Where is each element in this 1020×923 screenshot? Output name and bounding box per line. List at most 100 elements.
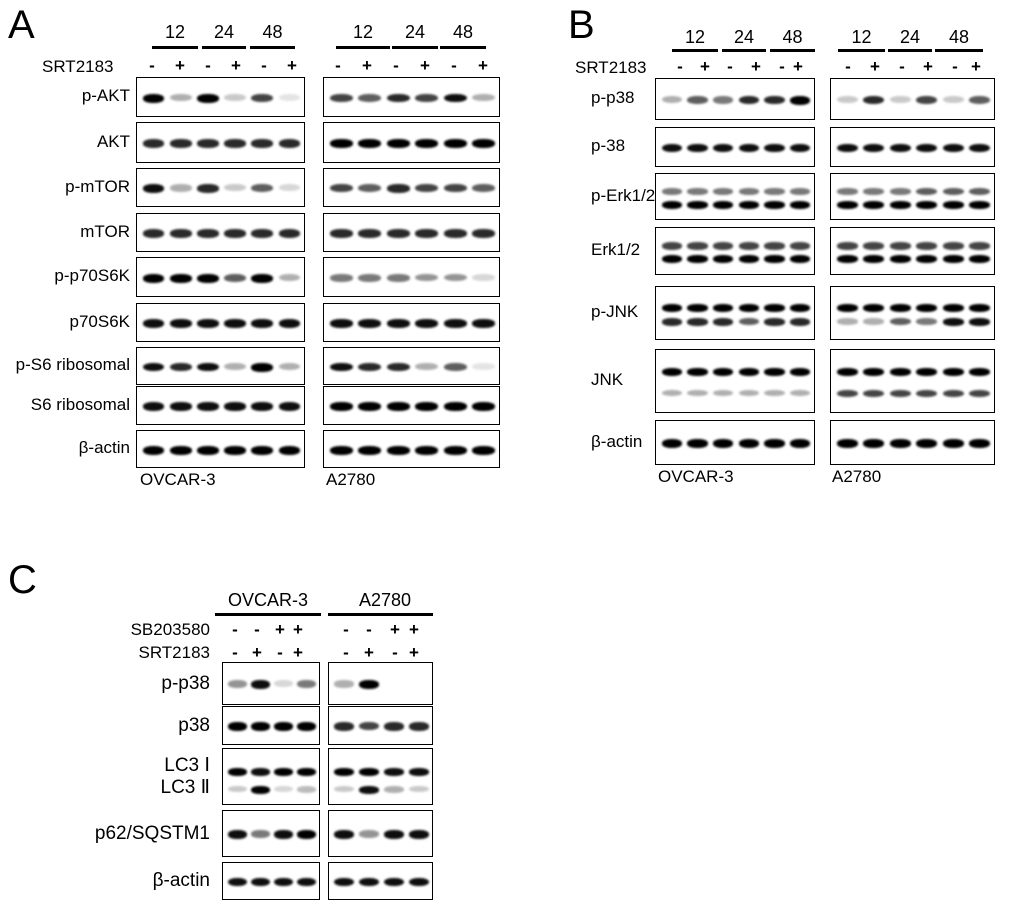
band xyxy=(359,830,380,838)
band xyxy=(661,187,683,195)
band xyxy=(251,445,274,455)
band xyxy=(889,242,911,250)
row-label: p-mTOR xyxy=(65,176,130,196)
band xyxy=(197,402,219,411)
time-underline xyxy=(888,49,932,52)
band xyxy=(224,139,246,148)
band xyxy=(916,389,938,397)
band xyxy=(228,786,247,793)
blot-ovcar3 xyxy=(136,77,305,117)
band xyxy=(863,242,885,250)
band xyxy=(383,877,404,887)
inhibitor-sign: + xyxy=(293,620,303,639)
band xyxy=(942,368,964,377)
band xyxy=(863,143,885,153)
band xyxy=(197,362,219,372)
band xyxy=(443,229,467,238)
band xyxy=(916,95,938,104)
band xyxy=(415,184,439,193)
band xyxy=(408,767,429,776)
band xyxy=(224,362,246,371)
band xyxy=(661,242,683,250)
band xyxy=(942,389,964,397)
treatment-label: SRT2183 xyxy=(575,58,647,77)
band xyxy=(169,229,192,238)
band xyxy=(889,303,911,312)
band xyxy=(738,303,760,312)
band xyxy=(687,143,708,153)
band xyxy=(712,187,734,195)
band xyxy=(274,786,293,793)
band xyxy=(197,139,219,148)
band xyxy=(738,439,760,448)
time-label: 12 xyxy=(684,27,706,47)
band xyxy=(764,368,785,377)
band xyxy=(738,95,760,105)
band xyxy=(712,439,734,448)
blot-a2780 xyxy=(323,386,500,425)
band xyxy=(472,93,496,102)
band xyxy=(197,445,219,455)
blot-ovcar3 xyxy=(655,420,815,465)
row-label: Erk1/2 xyxy=(591,240,641,259)
blot-ovcar3 xyxy=(655,349,815,413)
band xyxy=(863,389,885,397)
band xyxy=(942,255,964,264)
band xyxy=(712,95,734,104)
time-underline xyxy=(202,46,246,49)
band xyxy=(274,830,293,839)
band xyxy=(889,95,911,103)
band xyxy=(712,255,734,264)
blot-a2780 xyxy=(323,347,500,385)
band xyxy=(789,200,811,209)
band xyxy=(224,273,246,282)
blot-a2780 xyxy=(323,122,500,163)
band xyxy=(687,439,708,448)
band xyxy=(916,187,938,196)
band xyxy=(863,439,885,448)
treatment-sign: + xyxy=(293,643,303,662)
blot-a2780 xyxy=(830,173,995,220)
band xyxy=(942,242,964,250)
band xyxy=(889,368,911,377)
band xyxy=(969,187,991,196)
band xyxy=(251,722,270,731)
band xyxy=(224,93,246,101)
cell-line-label: OVCAR-3 xyxy=(658,467,734,486)
band xyxy=(142,93,165,103)
row-label: LC3 Ⅰ xyxy=(164,755,210,776)
band xyxy=(358,184,382,193)
band xyxy=(251,139,274,148)
band xyxy=(712,368,734,377)
band xyxy=(836,318,858,325)
band xyxy=(251,680,270,689)
band xyxy=(251,184,274,193)
blot-a2780 xyxy=(830,227,995,275)
row-label: p-JNK xyxy=(591,302,639,321)
blot-ovcar3 xyxy=(655,227,815,275)
band xyxy=(415,139,439,148)
band xyxy=(942,439,964,448)
band xyxy=(836,303,858,312)
band xyxy=(297,722,316,731)
treatment-sign: - xyxy=(205,56,211,75)
band xyxy=(942,95,964,103)
band xyxy=(359,722,380,731)
blot-ovcar3 xyxy=(655,78,815,120)
band xyxy=(889,439,911,448)
row-label: AKT xyxy=(96,131,130,151)
treatment-sign: + xyxy=(971,57,981,76)
blot-ovcar3 xyxy=(136,347,305,385)
band xyxy=(472,273,496,281)
band xyxy=(661,303,683,312)
band xyxy=(415,362,439,371)
band xyxy=(916,255,938,264)
band xyxy=(863,187,885,195)
treatment-sign: - xyxy=(727,57,733,76)
band xyxy=(764,389,785,397)
band xyxy=(789,242,811,250)
band xyxy=(386,184,410,193)
band xyxy=(334,877,355,887)
band xyxy=(789,368,811,377)
band xyxy=(274,767,293,776)
